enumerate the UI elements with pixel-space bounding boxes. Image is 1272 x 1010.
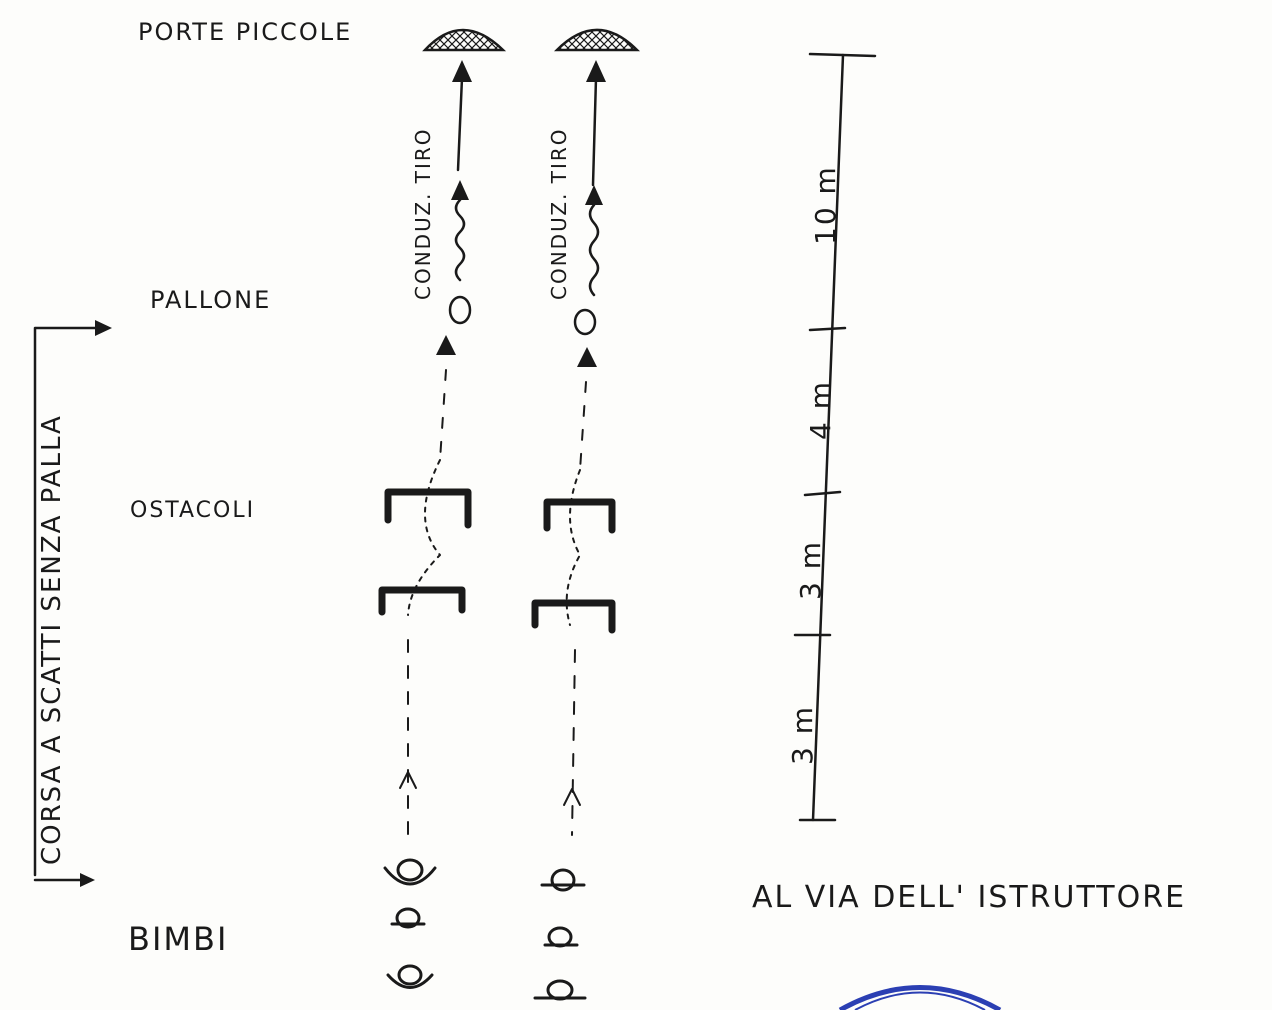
kid-icon xyxy=(390,907,426,929)
obstacle-icon xyxy=(378,586,466,616)
kid-icon xyxy=(533,979,587,1001)
lane-2-action: CONDUZ. TIRO xyxy=(547,127,571,300)
ball-icon xyxy=(573,308,597,336)
goal-2 xyxy=(553,28,641,52)
arrow-icon xyxy=(577,347,597,367)
kids-label: BIMBI xyxy=(128,920,228,958)
stamp-seal xyxy=(838,985,1002,1010)
kid-icon xyxy=(543,926,579,948)
start-signal-label: AL VIA DELL' ISTRUTTORE xyxy=(752,880,1186,915)
lane-2: CONDUZ. TIRO xyxy=(531,28,641,1001)
goal-1 xyxy=(422,28,507,52)
sprint-bracket: CORSA A SCATTI SENZA PALLA xyxy=(33,320,112,887)
goals-label: PORTE PICCOLE xyxy=(138,18,352,46)
arrow-icon xyxy=(585,185,603,205)
kid-icon xyxy=(540,868,586,892)
sprint-note: CORSA A SCATTI SENZA PALLA xyxy=(37,414,67,865)
arrow-icon xyxy=(436,335,456,355)
obstacle-icon xyxy=(531,599,616,634)
ball-label: PALLONE xyxy=(150,286,271,314)
kid-icon xyxy=(383,858,437,886)
obstacles-label: OSTACOLI xyxy=(130,498,255,523)
distance-label: 3 m xyxy=(786,705,819,765)
arrow-icon xyxy=(452,60,472,82)
kid-icon xyxy=(386,964,434,989)
distance-label: 3 m xyxy=(794,540,827,600)
obstacle-icon xyxy=(543,498,616,534)
distance-label: 10 m xyxy=(809,165,842,245)
lane-1-action: CONDUZ. TIRO xyxy=(411,127,435,300)
lane-1: CONDUZ. TIRO xyxy=(378,28,507,989)
arrow-icon xyxy=(586,60,606,82)
ball-icon xyxy=(448,295,472,325)
obstacle-icon xyxy=(384,488,472,529)
distance-scale: 10 m 4 m 3 m 3 m xyxy=(786,52,877,822)
arrow-icon xyxy=(451,180,469,200)
distance-label: 4 m xyxy=(804,380,837,440)
